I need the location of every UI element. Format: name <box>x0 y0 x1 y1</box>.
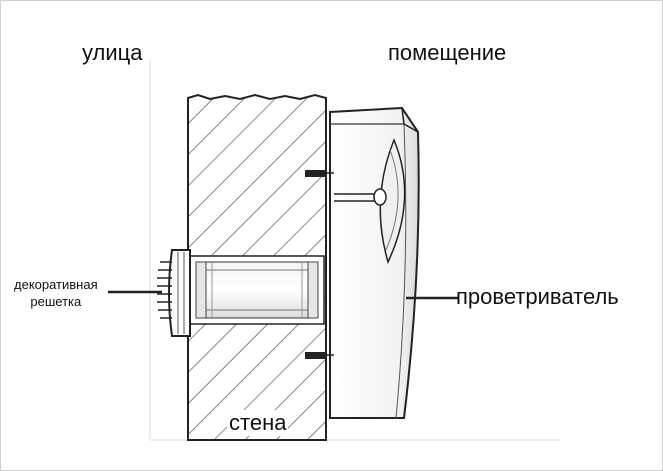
ventilator-label: проветриватель <box>456 284 619 309</box>
street-label: улица <box>82 40 143 65</box>
room-label: помещение <box>388 40 507 65</box>
mounting-screw-top <box>305 170 334 177</box>
grille-label-line1: декоративная <box>14 277 98 292</box>
wall-duct <box>189 255 325 325</box>
ventilator-body <box>329 106 420 419</box>
wall-label: стена <box>227 410 289 436</box>
mounting-screw-bottom <box>305 352 334 359</box>
grille-label: декоративная решетка <box>14 276 98 310</box>
grille-label-line2: решетка <box>30 294 82 309</box>
decorative-grille <box>157 249 191 337</box>
